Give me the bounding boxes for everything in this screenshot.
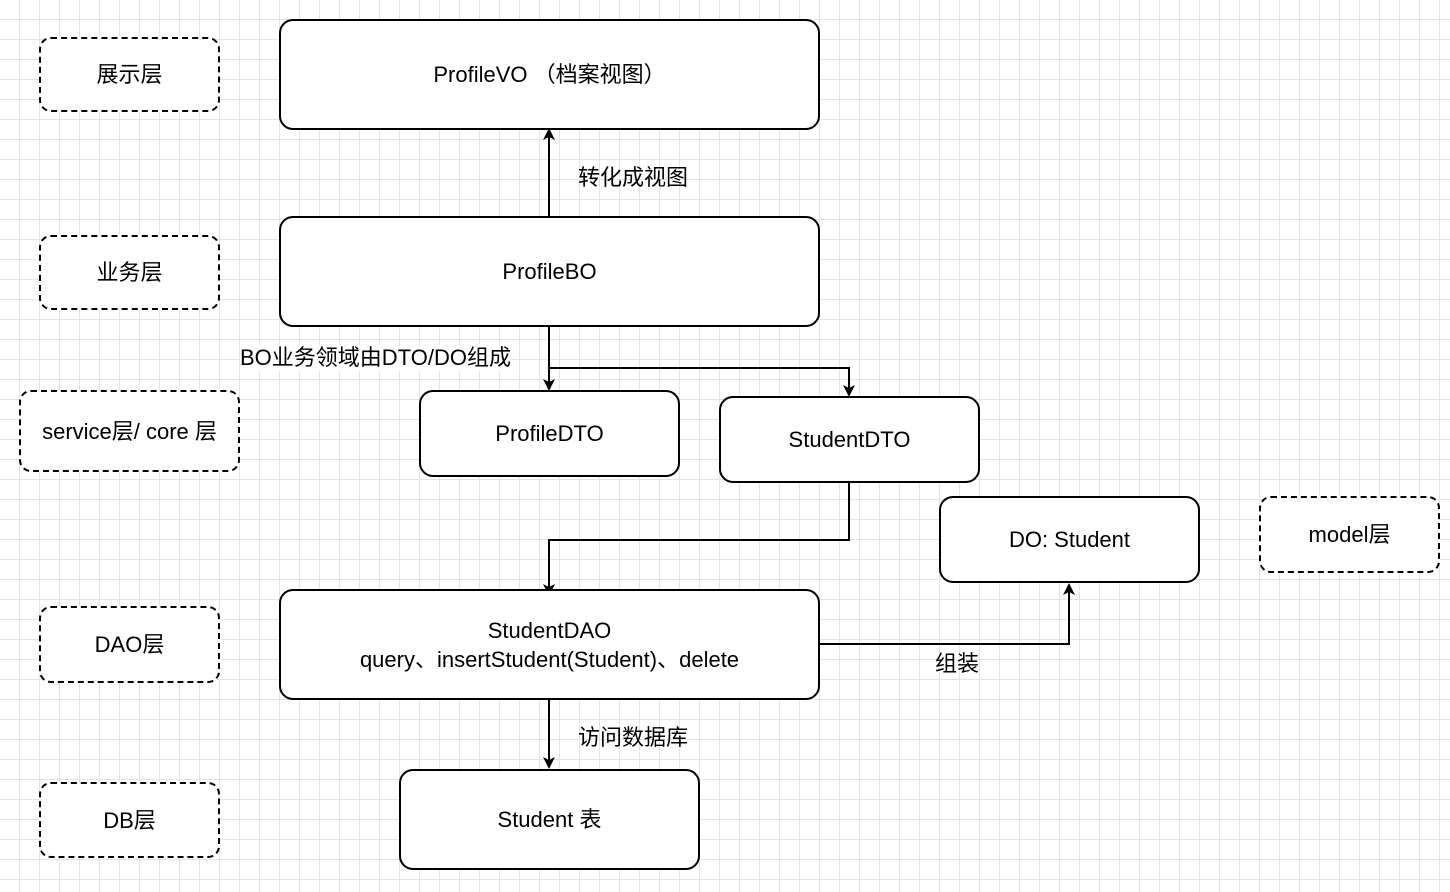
student-table-label: Student 表 [497,807,602,832]
edge-label-assemble: 组装 [935,651,980,676]
student-dto-label: StudentDTO [788,427,911,452]
profile-vo-label: ProfileVO （档案视图） [433,62,666,87]
layer-service-core: service层/ core 层 [19,390,240,472]
layer-service-core-label: service层/ core 层 [42,418,217,444]
layer-model-label: model层 [1308,522,1391,547]
layer-model: model层 [1259,496,1440,573]
edge-student-dto-to-dao [543,483,850,596]
layer-presentation-label: 展示层 [96,62,163,87]
layer-presentation: 展示层 [39,37,220,112]
layer-db-label: DB层 [103,807,156,833]
edge-label-bo-composition: BO业务领域由DTO/DO组成 [240,345,511,371]
edge-dao-to-do [819,583,1075,645]
student-dao-methods: query、insertStudent(Student)、delete [359,646,740,672]
layer-business-label: 业务层 [96,260,163,285]
do-student-label: DO: Student [1008,527,1131,552]
student-dao-title: StudentDAO [487,617,612,643]
profile-dto-label: ProfileDTO [495,421,604,446]
do-student-node: DO: Student [939,496,1200,583]
layer-dao: DAO层 [39,606,220,683]
layer-db: DB层 [39,782,220,858]
edge-label-access-db: 访问数据库 [578,725,689,750]
student-table-node: Student 表 [399,769,700,870]
edge-label-to-view: 转化成视图 [578,165,689,190]
profile-bo-node: ProfileBO [279,216,820,327]
profile-dto-node: ProfileDTO [419,390,680,477]
layer-business: 业务层 [39,235,220,310]
student-dto-node: StudentDTO [719,396,980,483]
profile-bo-label: ProfileBO [502,259,597,284]
layer-dao-label: DAO层 [94,632,165,657]
student-dao-node: StudentDAO query、insertStudent(Student)、… [279,589,820,700]
profile-vo-node: ProfileVO （档案视图） [279,19,820,130]
